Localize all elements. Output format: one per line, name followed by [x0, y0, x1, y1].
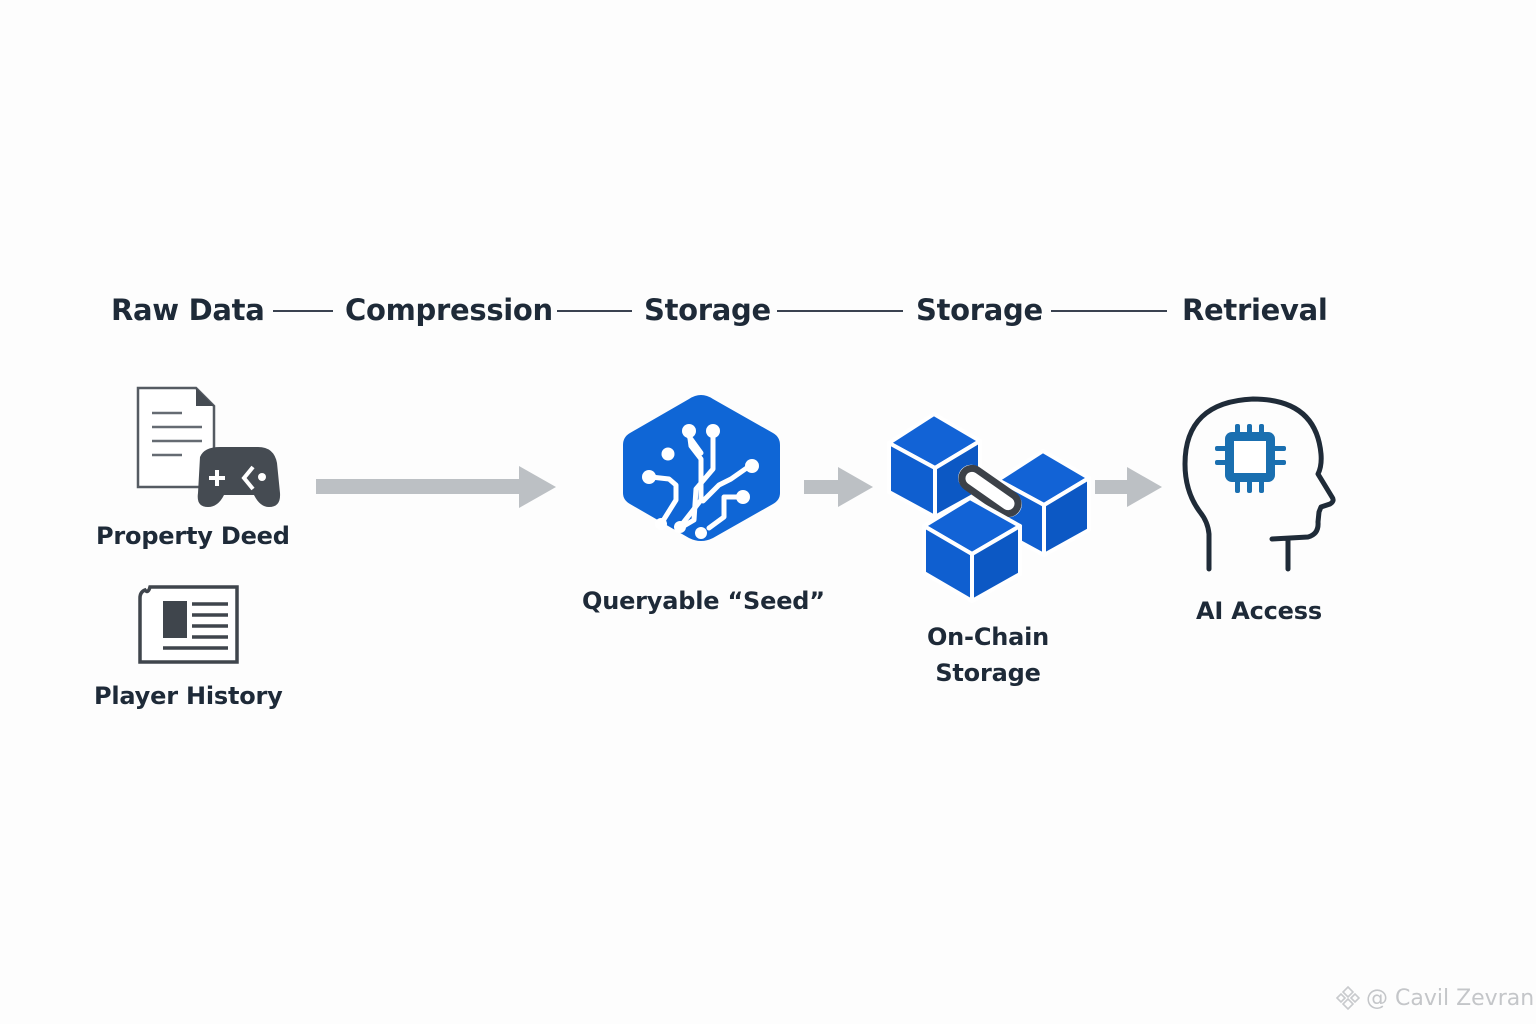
gamepad-icon: [197, 447, 281, 507]
chip-icon: [1215, 424, 1286, 493]
circuit-traces: [648, 428, 754, 533]
circuit-nodes: [642, 424, 759, 539]
newspaper-icon: [138, 585, 239, 664]
linked-blocks-icon: [887, 412, 1091, 603]
head-outline: [1182, 396, 1336, 572]
stage-compression: Compression: [345, 293, 553, 327]
stage-connector: [273, 310, 333, 312]
stage-raw-data: Raw Data: [111, 293, 265, 327]
stage-connector: [1051, 310, 1167, 312]
head-chip-icon: [1182, 396, 1336, 572]
property-deed-label: Property Deed: [96, 522, 290, 550]
stage-storage-2: Storage: [916, 293, 1043, 327]
stage-retrieval: Retrieval: [1182, 293, 1328, 327]
document-icon: [136, 386, 216, 489]
document-gamepad-icon: [136, 386, 281, 507]
ai-access-label: AI Access: [1196, 597, 1322, 625]
onchain-label-line1: On-Chain: [926, 623, 1050, 651]
watermark: @ Cavil Zevran: [1334, 984, 1534, 1012]
onchain-label-line2: Storage: [935, 659, 1041, 687]
binance-logo-icon: [1335, 985, 1361, 1011]
flow-arrow: [316, 466, 556, 508]
circuit-hexagon-icon: [623, 395, 780, 541]
block-bottom: [922, 496, 1022, 603]
flow-arrow: [804, 467, 873, 507]
stage-storage-1: Storage: [644, 293, 771, 327]
stage-connector: [777, 310, 903, 312]
watermark-text: @ Cavil Zevran: [1366, 985, 1535, 1011]
flow-arrow: [1095, 467, 1162, 507]
seed-label: Queryable “Seed”: [582, 587, 825, 615]
chain-link-icon: [958, 464, 1022, 518]
stage-connector: [557, 310, 632, 312]
player-history-label: Player History: [94, 682, 283, 710]
